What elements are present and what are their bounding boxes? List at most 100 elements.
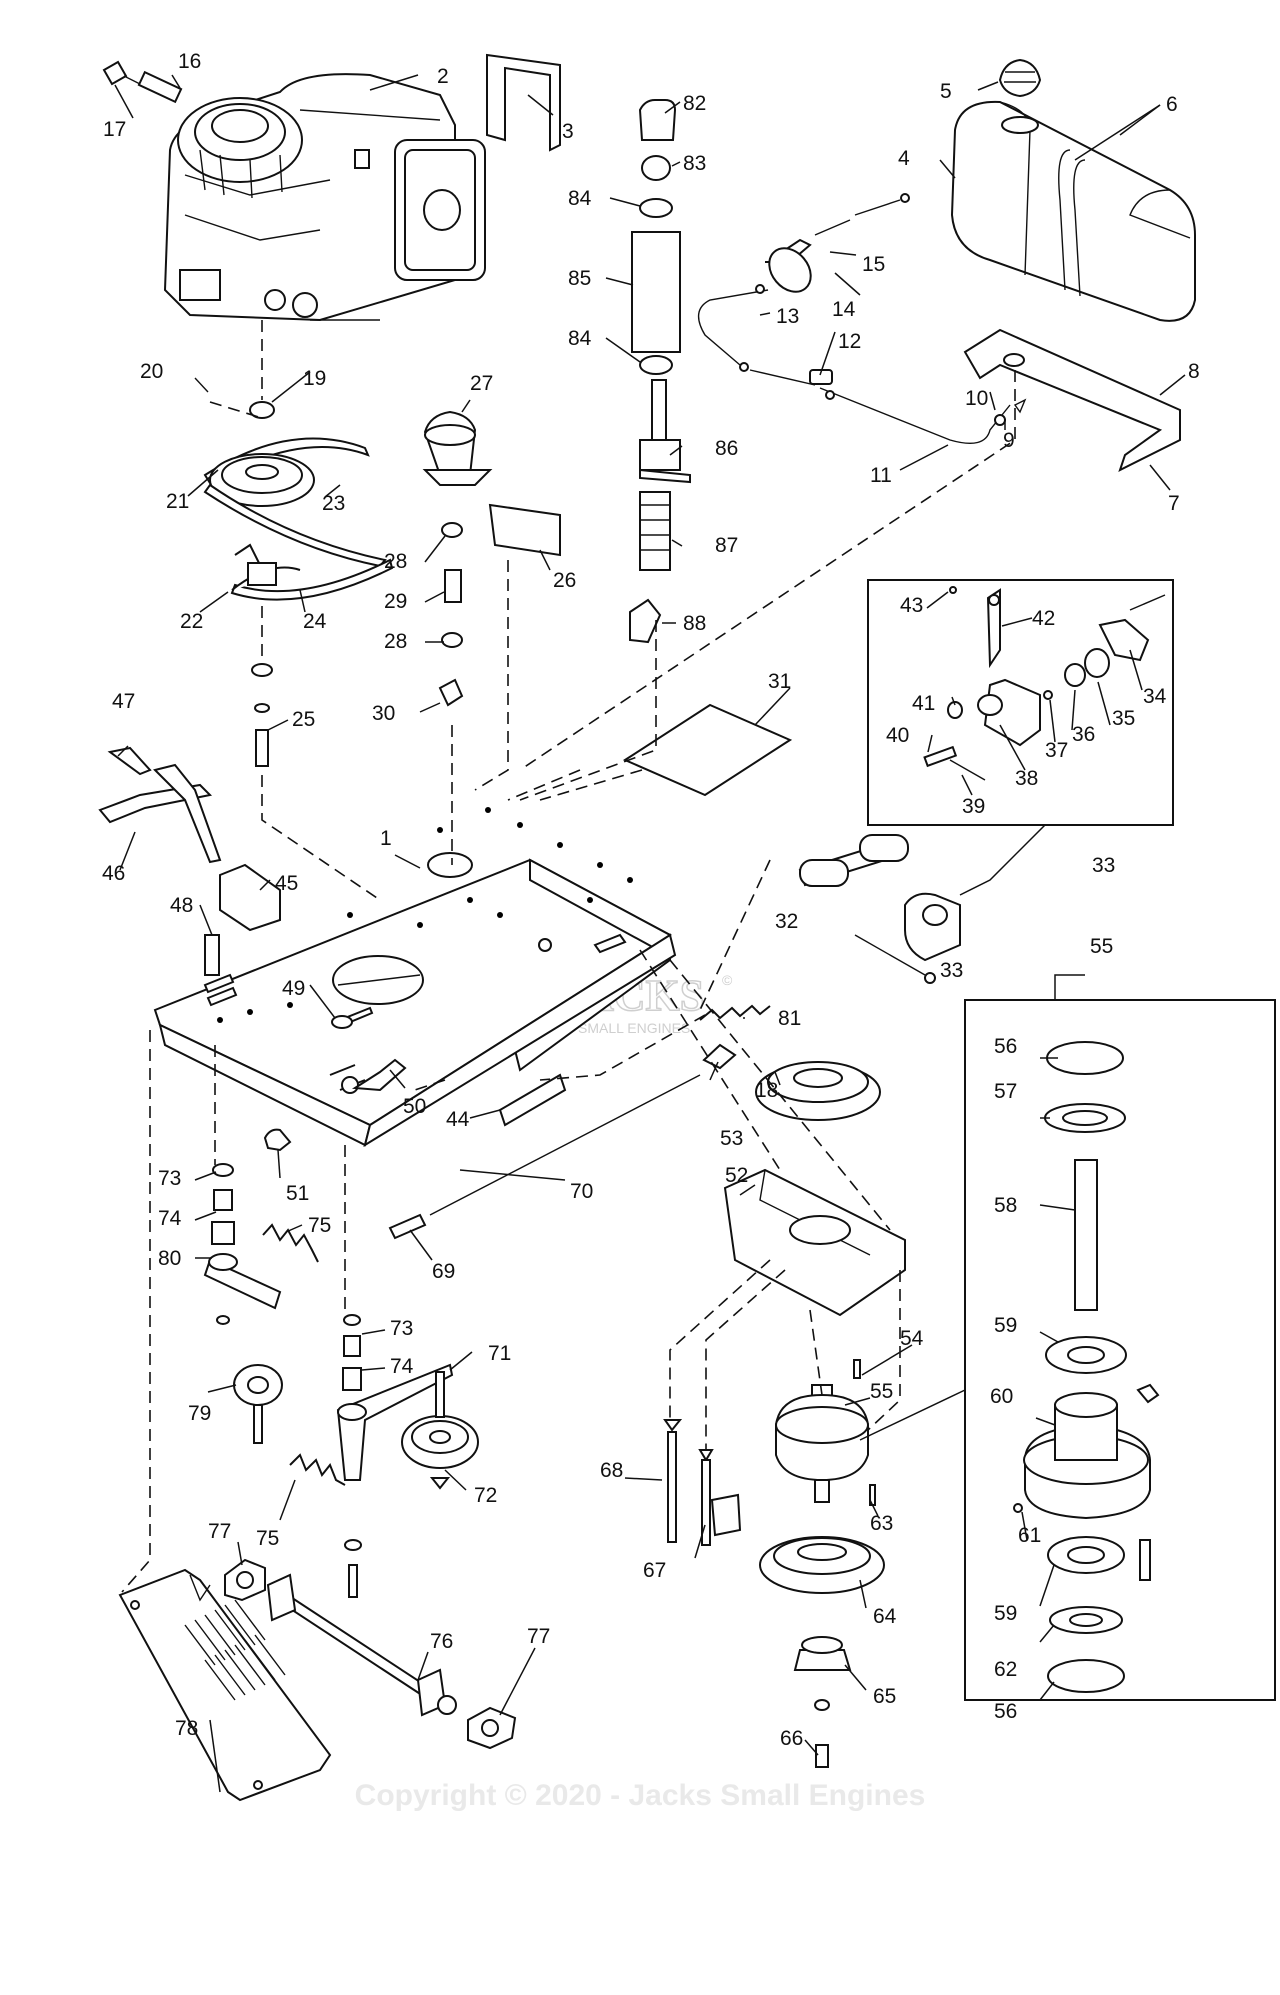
callout-86: 86 xyxy=(715,437,738,460)
bracket-45 xyxy=(219,863,281,932)
callout-67: 67 xyxy=(643,1559,666,1582)
callout-labels: 1 2 3 4 5 6 7 8 9 10 11 12 13 14 15 16 1… xyxy=(102,50,1200,1750)
detail-55-parts xyxy=(1013,1041,1160,1693)
callout-23: 23 xyxy=(322,492,345,515)
callout-63: 63 xyxy=(870,1512,893,1535)
callout-6: 6 xyxy=(1166,93,1178,116)
callout-58: 58 xyxy=(994,1194,1017,1217)
fuel-tank xyxy=(950,58,1196,322)
callout-17: 17 xyxy=(103,118,126,141)
callout-18: 18 xyxy=(755,1079,778,1102)
main-frame xyxy=(153,807,677,1148)
callout-2: 2 xyxy=(437,65,449,88)
callout-10: 10 xyxy=(965,387,988,410)
linkage-50 xyxy=(351,1058,407,1092)
callout-35: 35 xyxy=(1112,707,1135,730)
callout-15: 15 xyxy=(862,253,885,276)
callout-5: 5 xyxy=(940,80,952,103)
watermark-registered: © xyxy=(722,972,733,988)
idler-71-72 xyxy=(336,1314,479,1490)
bumper-51 xyxy=(263,1128,292,1152)
callout-61: 61 xyxy=(1018,1524,1041,1547)
callout-4: 4 xyxy=(898,147,910,170)
oil-filter xyxy=(422,410,561,707)
callout-77b: 77 xyxy=(527,1625,550,1648)
callout-26: 26 xyxy=(553,569,576,592)
stud-48 xyxy=(204,934,220,976)
callout-56b: 56 xyxy=(994,1700,1017,1723)
callout-88: 88 xyxy=(683,612,706,635)
bolts-67-68 xyxy=(663,1419,742,1546)
callout-32: 32 xyxy=(775,910,798,933)
callout-70: 70 xyxy=(570,1180,593,1203)
callout-7: 7 xyxy=(1168,492,1180,515)
callout-41: 41 xyxy=(912,692,935,715)
callout-16: 16 xyxy=(178,50,201,73)
bracket-3 xyxy=(486,53,561,152)
callout-19: 19 xyxy=(303,367,326,390)
callout-34: 34 xyxy=(1143,685,1167,708)
callout-74b: 74 xyxy=(390,1355,414,1378)
callout-3: 3 xyxy=(562,120,574,143)
copyright-notice: Copyright © 2020 - Jacks Small Engines xyxy=(355,1779,926,1812)
callout-28a: 28 xyxy=(384,550,407,573)
washer-49 xyxy=(331,1015,353,1029)
callout-64: 64 xyxy=(873,1605,897,1628)
callout-43: 43 xyxy=(900,594,923,617)
callout-39: 39 xyxy=(962,795,985,818)
callout-83: 83 xyxy=(683,152,706,175)
callout-79: 79 xyxy=(188,1402,211,1425)
callout-33a: 33 xyxy=(1092,854,1115,877)
spring-75-bottom xyxy=(289,1453,346,1486)
callout-1: 1 xyxy=(380,827,392,850)
callout-52: 52 xyxy=(725,1164,748,1187)
callout-47: 47 xyxy=(112,690,135,713)
callout-29: 29 xyxy=(384,590,407,613)
detail-box-55 xyxy=(964,999,1276,1701)
plate-44 xyxy=(498,1073,567,1127)
callout-36: 36 xyxy=(1072,723,1095,746)
callout-48: 48 xyxy=(170,894,193,917)
callout-51: 51 xyxy=(286,1182,309,1205)
callout-53: 53 xyxy=(720,1127,743,1150)
callout-31: 31 xyxy=(768,670,791,693)
callout-22: 22 xyxy=(180,610,203,633)
callout-44: 44 xyxy=(446,1108,470,1131)
watermark-tagline: SMALL ENGINES xyxy=(578,1020,690,1036)
callout-72: 72 xyxy=(474,1484,497,1507)
callout-68: 68 xyxy=(600,1459,623,1482)
idler-32-33 xyxy=(798,834,961,984)
guard-78 xyxy=(118,1568,332,1802)
callout-65: 65 xyxy=(873,1685,896,1708)
callout-30: 30 xyxy=(372,702,395,725)
callout-59a: 59 xyxy=(994,1314,1017,1337)
callout-42: 42 xyxy=(1032,607,1055,630)
callout-11: 11 xyxy=(870,464,892,487)
assembly-lines xyxy=(121,320,1016,1593)
engine-pulley xyxy=(194,377,394,767)
callout-57: 57 xyxy=(994,1080,1017,1103)
shaft-76 xyxy=(224,1558,517,1750)
callout-75a: 75 xyxy=(308,1214,331,1237)
spindle-assembly xyxy=(759,1359,885,1768)
callout-62: 62 xyxy=(994,1658,1017,1681)
callout-20: 20 xyxy=(140,360,163,383)
cable-70 xyxy=(429,1074,701,1216)
callout-40: 40 xyxy=(886,724,909,747)
spring-81 xyxy=(699,1004,771,1021)
vertical-stack xyxy=(629,99,691,644)
callout-60: 60 xyxy=(990,1385,1013,1408)
callout-8: 8 xyxy=(1188,360,1200,383)
callout-77a: 77 xyxy=(208,1520,231,1543)
callout-71: 71 xyxy=(488,1342,511,1365)
callout-81: 81 xyxy=(778,1007,801,1030)
callout-59b: 59 xyxy=(994,1602,1017,1625)
callout-13: 13 xyxy=(776,305,799,328)
detail-box-33 xyxy=(867,579,1174,826)
callout-82: 82 xyxy=(683,92,706,115)
callout-75b: 75 xyxy=(256,1527,279,1550)
callout-80: 80 xyxy=(158,1247,181,1270)
callout-87: 87 xyxy=(715,534,738,557)
callout-21: 21 xyxy=(166,490,189,513)
